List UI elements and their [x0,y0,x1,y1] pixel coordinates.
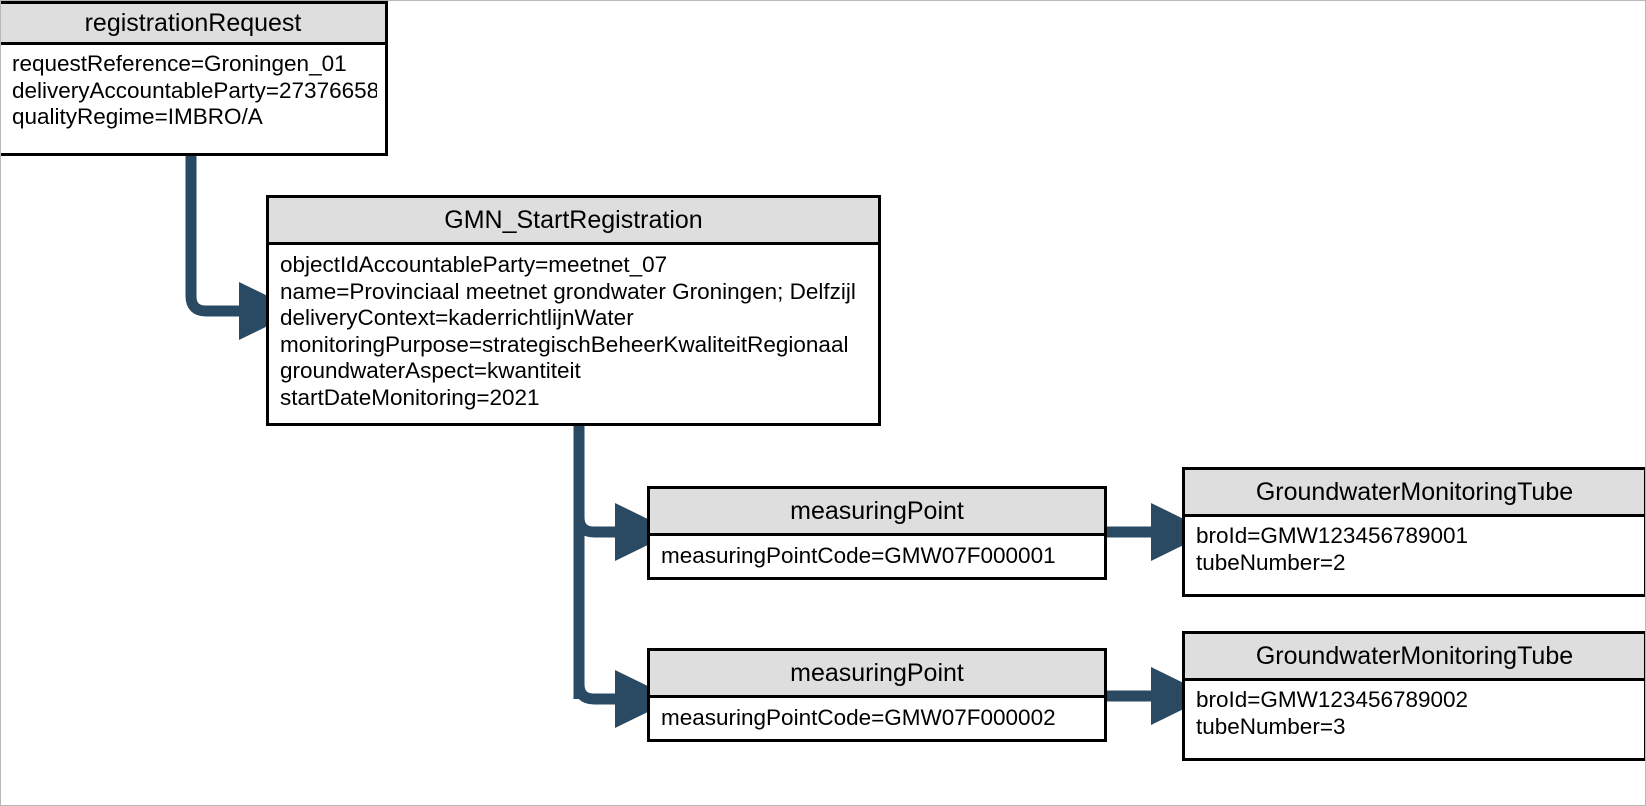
node-gmn-start-registration-attributes: objectIdAccountableParty=meetnet_07 name… [269,245,878,423]
node-groundwater-monitoring-tube-2-attributes: broId=GMW123456789002 tubeNumber=3 [1185,681,1644,758]
node-measuring-point-1[interactable]: measuringPoint measuringPointCode=GMW07F… [647,486,1107,580]
node-registration-request-title: registrationRequest [1,4,385,45]
node-measuring-point-2-attributes: measuringPointCode=GMW07F000002 [650,698,1104,739]
node-measuring-point-1-attributes: measuringPointCode=GMW07F000001 [650,536,1104,577]
attribute-measuring-point-code: measuringPointCode=GMW07F000002 [661,705,1056,730]
node-groundwater-monitoring-tube-1-attributes: broId=GMW123456789001 tubeNumber=2 [1185,517,1644,594]
node-measuring-point-1-title: measuringPoint [650,489,1104,536]
attribute-delivery-context: deliveryContext=kaderrichtlijnWater [280,305,634,330]
connector-gmn-to-measuring-point-2 [573,669,675,729]
node-groundwater-monitoring-tube-2[interactable]: GroundwaterMonitoringTube broId=GMW12345… [1182,631,1645,761]
attribute-monitoring-purpose: monitoringPurpose=strategischBeheerKwali… [280,331,849,357]
attribute-groundwater-aspect: groundwaterAspect=kwantiteit [280,358,581,383]
node-groundwater-monitoring-tube-1[interactable]: GroundwaterMonitoringTube broId=GMW12345… [1182,467,1645,597]
attribute-delivery-accountable-party: deliveryAccountableParty=27376658 [12,77,377,103]
node-measuring-point-2[interactable]: measuringPoint measuringPointCode=GMW07F… [647,648,1107,742]
attribute-bro-id: broId=GMW123456789002 [1196,687,1469,712]
connector-registration-request-to-gmn [185,156,299,341]
node-registration-request[interactable]: registrationRequest requestReference=Gro… [1,1,388,156]
node-registration-request-attributes: requestReference=Groningen_01 deliveryAc… [1,45,385,153]
attribute-tube-number: tubeNumber=3 [1196,713,1346,739]
node-groundwater-monitoring-tube-1-title: GroundwaterMonitoringTube [1185,470,1644,517]
attribute-quality-regime: qualityRegime=IMBRO/A [12,104,263,129]
connector-gmn-to-measuring-point-1 [573,502,675,562]
node-measuring-point-2-title: measuringPoint [650,651,1104,698]
attribute-start-date-monitoring: startDateMonitoring=2021 [280,384,540,410]
attribute-request-reference: requestReference=Groningen_01 [12,51,347,76]
attribute-measuring-point-code: measuringPointCode=GMW07F000001 [661,543,1056,568]
attribute-tube-number: tubeNumber=2 [1196,549,1346,575]
attribute-object-id-accountable-party: objectIdAccountableParty=meetnet_07 [280,252,668,277]
attribute-bro-id: broId=GMW123456789001 [1196,523,1469,548]
node-gmn-start-registration-title: GMN_StartRegistration [269,198,878,245]
node-gmn-start-registration[interactable]: GMN_StartRegistration objectIdAccountabl… [266,195,881,426]
attribute-name: name=Provinciaal meetnet grondwater Gron… [280,278,856,304]
node-groundwater-monitoring-tube-2-title: GroundwaterMonitoringTube [1185,634,1644,681]
